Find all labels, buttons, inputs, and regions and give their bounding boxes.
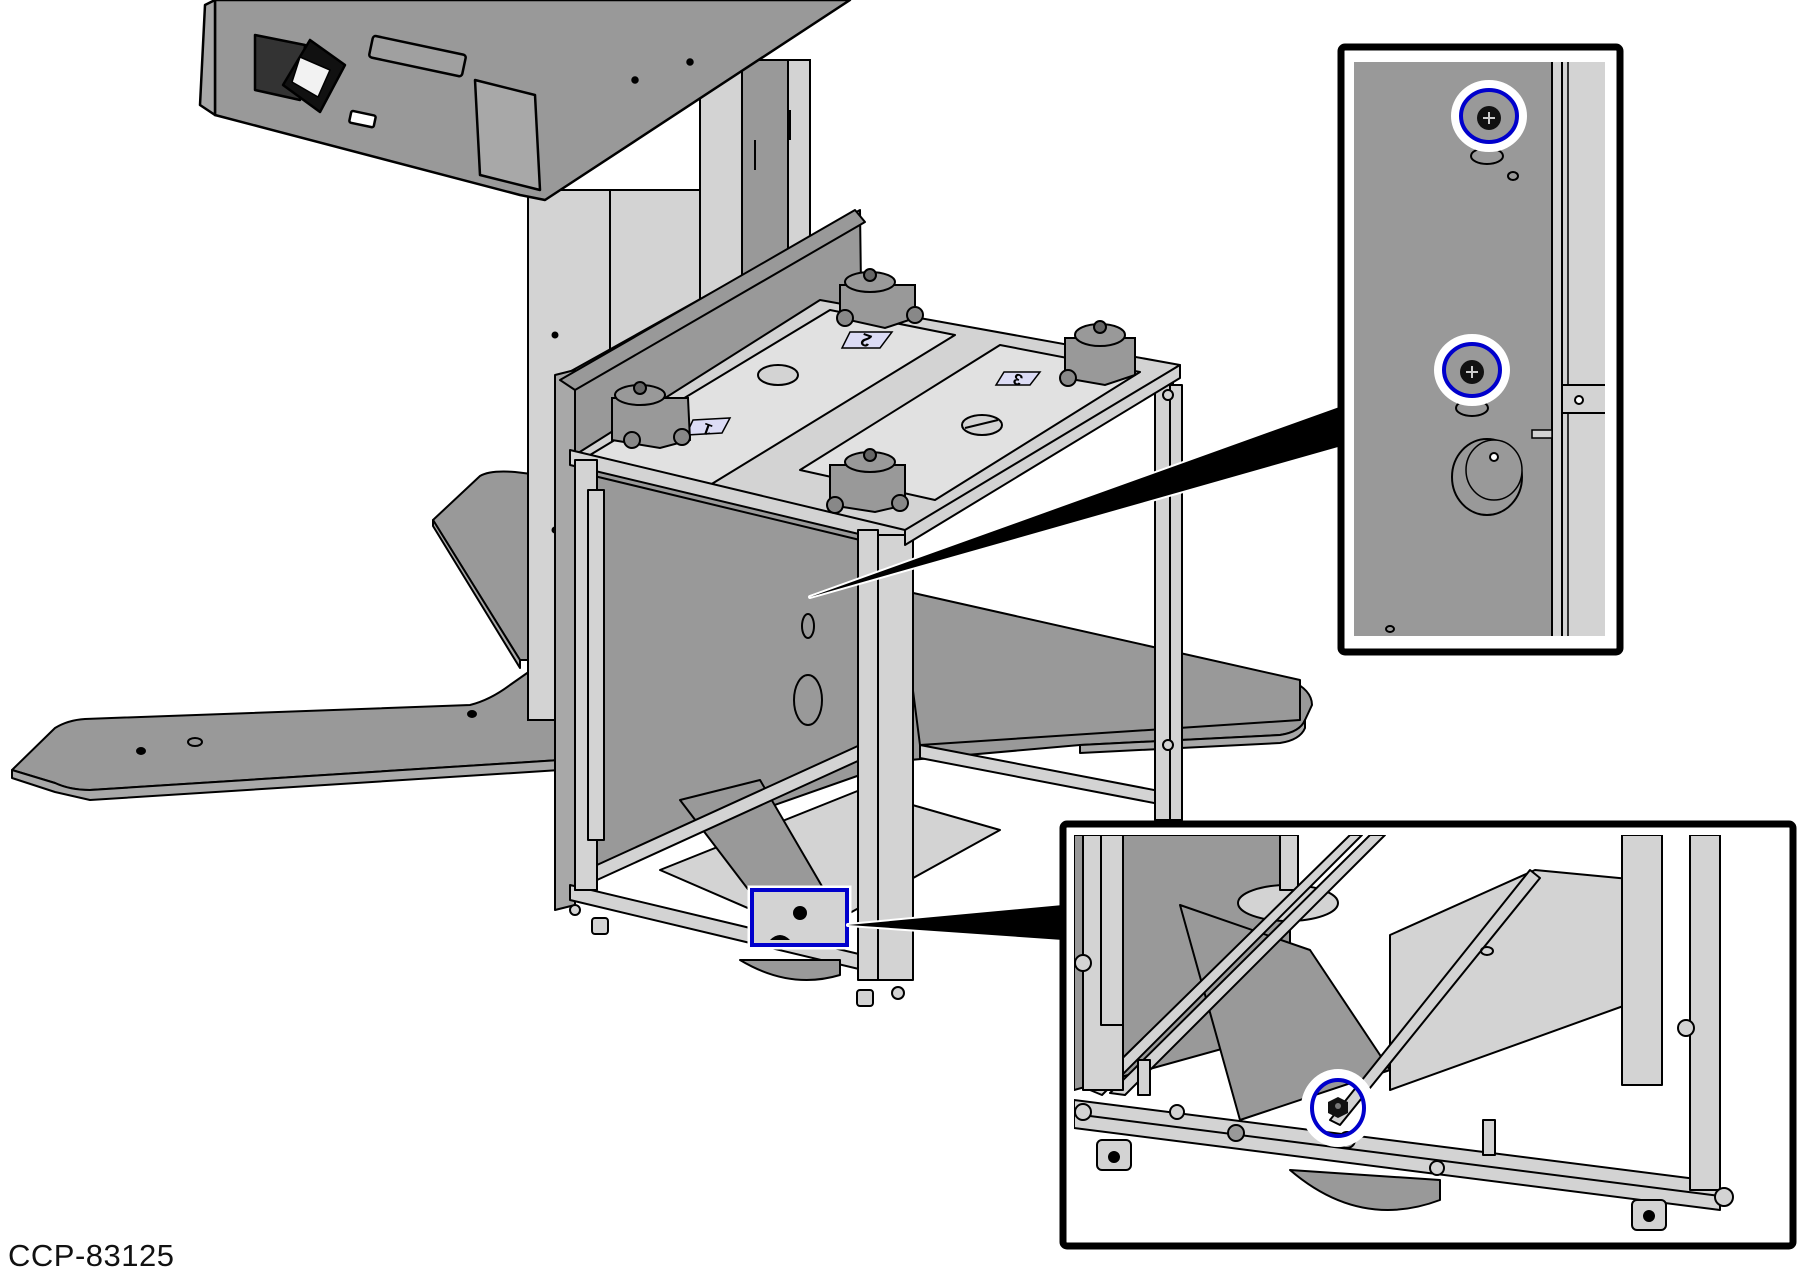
figure-id-label: CCP-83125 (8, 1238, 175, 1273)
kiosk-head (198, 0, 852, 202)
leader-lines (808, 403, 1347, 942)
deck-holes (757, 364, 1003, 436)
scale-position-labels: 1 2 3 (684, 329, 1042, 438)
position-label-2: 2 (840, 329, 894, 351)
screw-marker-upper (1451, 80, 1527, 152)
screw-marker-lower (1434, 334, 1510, 406)
callout-base-nut (1059, 820, 1797, 1250)
load-cells (611, 268, 1136, 514)
load-cell-1 (611, 381, 692, 450)
load-cell-4 (826, 448, 909, 514)
nut-marker (1301, 1069, 1375, 1147)
position-label-3: 3 (994, 369, 1042, 388)
load-cell-3 (1059, 320, 1136, 387)
load-cell-2 (836, 268, 924, 330)
source-marker-base-nut (747, 885, 852, 950)
callout-side-panel-screws (1337, 43, 1624, 656)
